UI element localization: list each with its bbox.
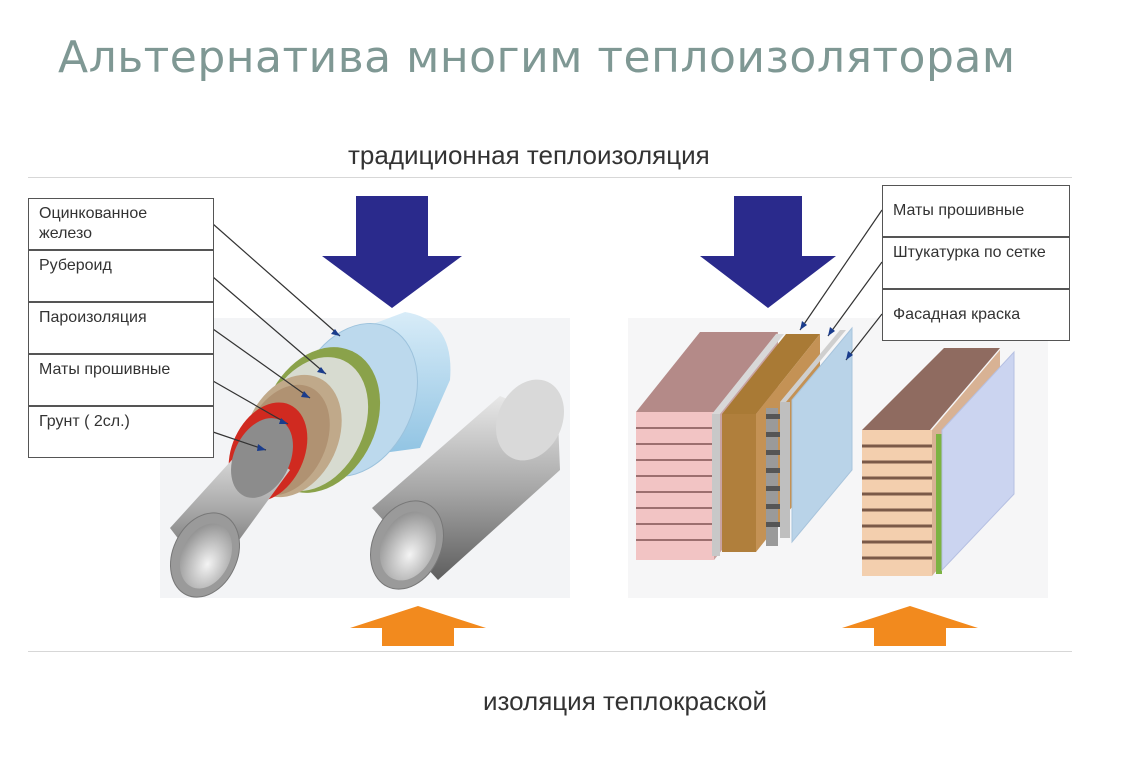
arrow-up-icon bbox=[350, 606, 486, 646]
multilayer-wall bbox=[636, 326, 853, 560]
label-vapor-barrier: Пароизоляция bbox=[28, 302, 214, 354]
painted-wall bbox=[862, 348, 1015, 576]
top-divider bbox=[28, 177, 1072, 178]
arrow-up-icon bbox=[842, 606, 978, 646]
label-galvanized-iron: Оцинкованное железо bbox=[28, 198, 214, 250]
label-mesh-plaster: Штукатурка по сетке bbox=[882, 237, 1070, 289]
label-facade-paint: Фасадная краска bbox=[882, 289, 1070, 341]
left-leader-arrowheads bbox=[257, 329, 340, 451]
label-stitched-mats-right: Маты прошивные bbox=[882, 185, 1070, 237]
label-stitched-mats: Маты прошивные bbox=[28, 354, 214, 406]
right-leader-arrowheads bbox=[800, 321, 853, 360]
right-leader-lines bbox=[799, 209, 883, 361]
painted-pipe bbox=[370, 379, 565, 590]
paint-insulation-caption: изоляция теплокраской bbox=[483, 686, 768, 716]
label-primer: Грунт ( 2сл.) bbox=[28, 406, 214, 458]
bottom-divider bbox=[28, 651, 1072, 652]
page-title: Альтернатива многим теплоизоляторам bbox=[58, 32, 1016, 83]
arrow-down-icon bbox=[700, 196, 836, 308]
label-roofing-felt: Рубероид bbox=[28, 250, 214, 302]
traditional-insulation-caption: традиционная теплоизоляция bbox=[348, 140, 710, 170]
arrow-down-icon bbox=[322, 196, 462, 308]
left-leader-lines bbox=[212, 223, 341, 451]
